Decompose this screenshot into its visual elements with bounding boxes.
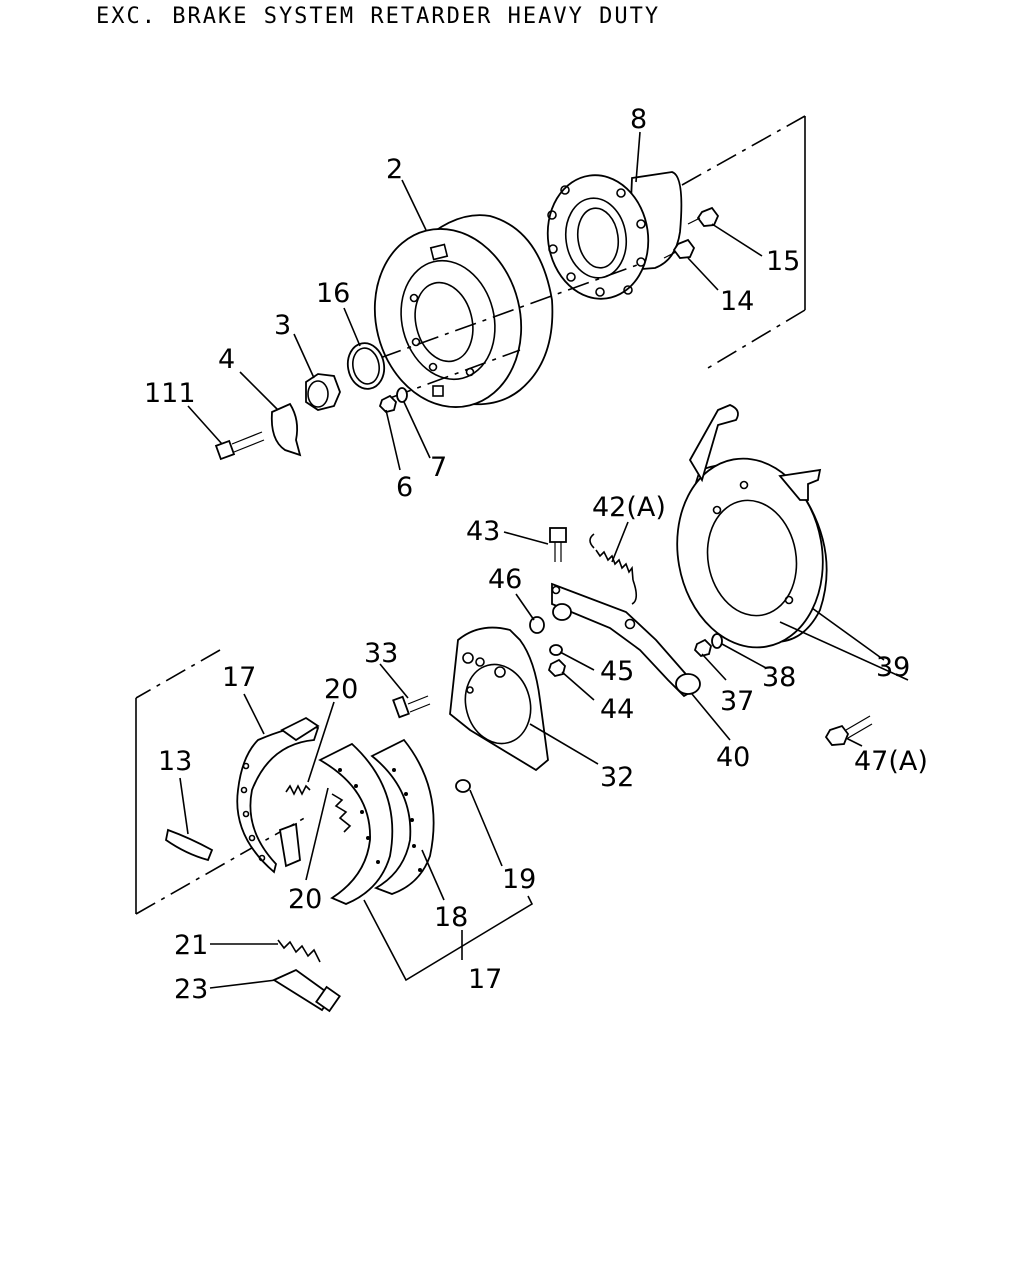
callout-6: 6 bbox=[396, 472, 413, 503]
washer-46-part bbox=[529, 616, 545, 634]
callout-17-top: 17 bbox=[222, 662, 256, 693]
callout-111: 111 bbox=[144, 378, 196, 409]
callout-47: 47(A) bbox=[854, 746, 928, 777]
leader-lines bbox=[179, 131, 909, 989]
lower-assembly-bracket bbox=[135, 649, 309, 915]
callout-19: 19 bbox=[502, 864, 536, 895]
nut-37-part bbox=[693, 638, 712, 657]
washer-7-part bbox=[396, 387, 408, 403]
spring-42-part bbox=[589, 533, 638, 605]
callout-39: 39 bbox=[876, 652, 910, 683]
callout-45: 45 bbox=[600, 656, 634, 687]
callout-2: 2 bbox=[386, 154, 403, 185]
washer-45-part bbox=[549, 644, 563, 656]
callout-23: 23 bbox=[174, 974, 208, 1005]
shoe-group-bracket bbox=[363, 895, 534, 982]
brake-lining-part bbox=[318, 738, 435, 905]
callout-21: 21 bbox=[174, 930, 208, 961]
hub-nut-part bbox=[305, 373, 341, 411]
bolt-111-part bbox=[214, 431, 265, 461]
callout-13: 13 bbox=[158, 746, 192, 777]
spring-21-part bbox=[277, 939, 321, 963]
callout-3: 3 bbox=[274, 310, 291, 341]
callout-20-top: 20 bbox=[324, 674, 358, 705]
callout-40: 40 bbox=[716, 742, 750, 773]
brake-drum-part bbox=[373, 214, 554, 408]
callout-43: 43 bbox=[466, 516, 500, 547]
lever-part bbox=[551, 582, 701, 698]
diagram-title: EXC. BRAKE SYSTEM RETARDER HEAVY DUTY bbox=[96, 4, 661, 29]
bolt-47-part bbox=[824, 715, 873, 746]
backing-plate-part bbox=[676, 404, 828, 649]
rivet-19-part bbox=[455, 779, 471, 793]
callout-16: 16 bbox=[316, 278, 350, 309]
nut-6-part bbox=[378, 394, 397, 413]
bolt-15-part bbox=[687, 206, 720, 227]
callout-17-bottom: 17 bbox=[468, 964, 502, 995]
callout-44: 44 bbox=[600, 694, 634, 725]
callout-7: 7 bbox=[430, 452, 447, 483]
pin-33-part bbox=[392, 695, 431, 719]
bolt-43-part bbox=[549, 527, 567, 562]
anchor-plate-part bbox=[449, 626, 549, 772]
callout-15: 15 bbox=[766, 246, 800, 277]
hub-part bbox=[546, 171, 683, 300]
adjuster-23-part bbox=[272, 968, 341, 1013]
callout-18: 18 bbox=[434, 902, 468, 933]
callout-46: 46 bbox=[488, 564, 522, 595]
upper-assembly-bracket bbox=[681, 115, 806, 369]
bolt-14-part bbox=[663, 238, 696, 259]
callout-33: 33 bbox=[364, 638, 398, 669]
washer-38-part bbox=[711, 633, 723, 649]
callout-labels: 8 2 15 14 16 3 4 111 6 7 42(A) 43 46 33 … bbox=[144, 104, 928, 1005]
nut-44-part bbox=[547, 658, 566, 677]
callout-42: 42(A) bbox=[592, 492, 666, 523]
brake-shoe-assembly-part bbox=[236, 716, 320, 874]
callout-38: 38 bbox=[762, 662, 796, 693]
callout-37: 37 bbox=[720, 686, 754, 717]
callout-32: 32 bbox=[600, 762, 634, 793]
callout-4: 4 bbox=[218, 344, 235, 375]
callout-8: 8 bbox=[630, 104, 647, 135]
callout-14: 14 bbox=[720, 286, 754, 317]
spring-20-part bbox=[285, 784, 352, 833]
lock-plate-part bbox=[270, 402, 302, 457]
callout-20-bottom: 20 bbox=[288, 884, 322, 915]
plate-13-part bbox=[165, 828, 214, 862]
